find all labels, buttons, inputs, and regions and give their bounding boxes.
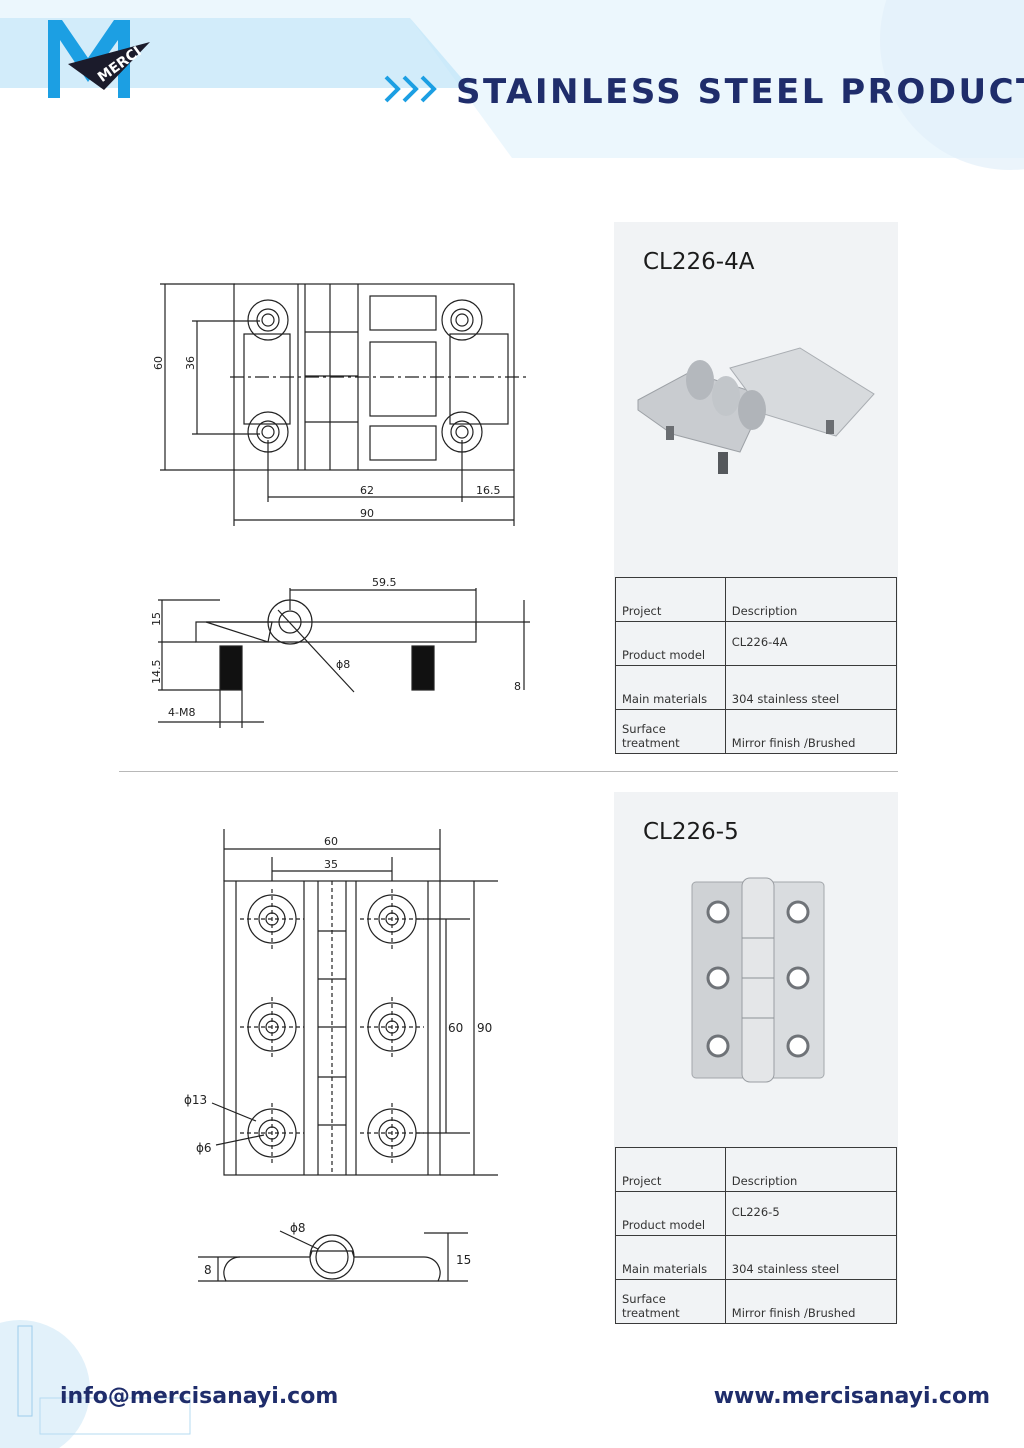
product-model-value: CL226-4A xyxy=(724,621,898,666)
svg-text:ϕ8: ϕ8 xyxy=(336,658,350,671)
svg-text:ϕ8: ϕ8 xyxy=(290,1221,306,1235)
svg-text:8: 8 xyxy=(514,680,521,693)
spec-table-cl226-5: Project Description Product model CL226-… xyxy=(615,1147,898,1324)
website-link[interactable]: www.mercisanayi.com xyxy=(713,1384,990,1409)
chevrons-icon xyxy=(384,75,437,103)
svg-text:14.5: 14.5 xyxy=(150,660,163,685)
svg-text:35: 35 xyxy=(324,858,338,871)
svg-text:62: 62 xyxy=(360,484,374,497)
svg-text:60: 60 xyxy=(324,835,338,848)
description-header: Description xyxy=(724,577,898,622)
project-header: Project xyxy=(615,1147,726,1192)
merci-logo: MERCI xyxy=(48,20,150,98)
svg-text:ϕ6: ϕ6 xyxy=(196,1141,212,1155)
svg-text:4-M8: 4-M8 xyxy=(168,706,195,719)
svg-text:ϕ13: ϕ13 xyxy=(184,1093,207,1107)
main-materials-label: Main materials xyxy=(615,1235,726,1280)
product-image-cl226-5 xyxy=(691,877,825,1083)
product-title: CL226-4A xyxy=(643,249,755,275)
main-materials-label: Main materials xyxy=(615,665,726,710)
product-title: CL226-5 xyxy=(643,819,739,845)
surface-treatment-value: Mirror finish /Brushed xyxy=(724,709,898,754)
main-materials-value: 304 stainless steel xyxy=(724,1235,898,1280)
drawing-cl226-4a: 60 36 62 16.5 90 59.5 ϕ8 15 14.5 xyxy=(150,283,530,728)
svg-text:60: 60 xyxy=(448,1021,463,1035)
product-model-label: Product model xyxy=(615,621,726,666)
page-title: STAINLESS STEEL PRODUCTS xyxy=(456,72,1024,112)
svg-text:90: 90 xyxy=(477,1021,492,1035)
surface-treatment-label: Surface treatment xyxy=(615,709,726,754)
drawing-cl226-5: 60 35 60 90 ϕ13 ϕ6 ϕ xyxy=(184,829,498,1282)
project-header: Project xyxy=(615,577,726,622)
surface-treatment-value: Mirror finish /Brushed xyxy=(724,1279,898,1324)
surface-treatment-label: Surface treatment xyxy=(615,1279,726,1324)
svg-text:36: 36 xyxy=(184,356,197,370)
main-materials-value: 304 stainless steel xyxy=(724,665,898,710)
svg-text:16.5: 16.5 xyxy=(476,484,501,497)
svg-text:8: 8 xyxy=(204,1263,212,1277)
section-divider xyxy=(119,771,898,772)
product-model-value: CL226-5 xyxy=(724,1191,898,1236)
footer-decoration xyxy=(0,1320,191,1448)
svg-text:60: 60 xyxy=(152,356,165,370)
svg-text:90: 90 xyxy=(360,507,374,520)
email-link[interactable]: info@mercisanayi.com xyxy=(60,1384,339,1409)
spec-table-cl226-4a: Project Description Product model CL226-… xyxy=(615,577,898,754)
svg-text:59.5: 59.5 xyxy=(372,576,397,589)
product-model-label: Product model xyxy=(615,1191,726,1236)
svg-text:15: 15 xyxy=(150,612,163,626)
product-image-cl226-4a xyxy=(637,347,875,474)
description-header: Description xyxy=(724,1147,898,1192)
svg-text:15: 15 xyxy=(456,1253,471,1267)
